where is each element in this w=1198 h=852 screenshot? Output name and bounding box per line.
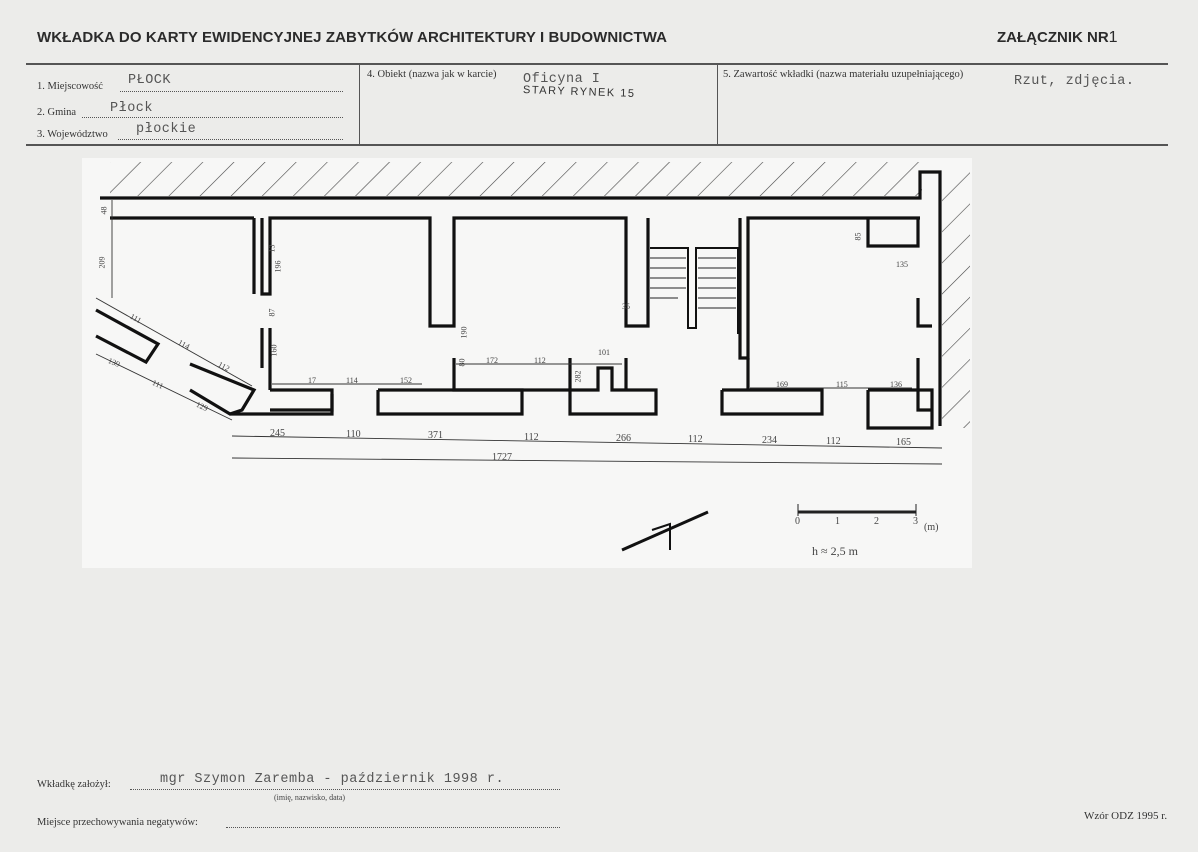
dim-vertical-80: 80 bbox=[457, 358, 467, 367]
hatch-top bbox=[110, 162, 922, 196]
attachment-number: ZAŁĄCZNIK NR1 bbox=[997, 29, 1118, 47]
dim-bottom-110: 110 bbox=[346, 429, 361, 440]
negatives-label: Miejsce przechowywania negatywów: bbox=[37, 817, 198, 828]
wall-top bbox=[100, 170, 942, 426]
dim-inner-114: 114 bbox=[346, 376, 358, 385]
form-title: WKŁADKA DO KARTY EWIDENCYJNEJ ZABYTKÓW A… bbox=[37, 29, 668, 46]
wall-room5-right-b bbox=[916, 358, 932, 412]
voivodeship-value: płockie bbox=[136, 122, 197, 137]
wall-bottom-4 bbox=[568, 366, 658, 416]
wall-divider-1 bbox=[260, 216, 638, 328]
dim-vertical-196: 196 bbox=[273, 260, 283, 273]
top-rule bbox=[26, 63, 1168, 65]
scale-unit: (m) bbox=[924, 522, 939, 533]
wall-room5-right bbox=[916, 298, 932, 328]
dim-inner-115: 115 bbox=[836, 380, 848, 389]
wall-diagonal-outer bbox=[95, 308, 161, 365]
place-dots bbox=[120, 91, 343, 92]
wall-stair-right bbox=[738, 216, 920, 360]
dim-inner-172: 172 bbox=[486, 356, 498, 365]
scale-tick-2: 2 bbox=[874, 516, 879, 527]
place-label: 1. Miejscowość bbox=[37, 81, 103, 92]
attachment-label: ZAŁĄCZNIK NR bbox=[997, 29, 1109, 46]
dim-inner-17: 17 bbox=[308, 376, 316, 385]
scale-tick-0: 0 bbox=[795, 516, 800, 527]
founded-value: mgr Szymon Zaremba - październik 1998 r. bbox=[160, 772, 505, 787]
dim-bottom-112b: 112 bbox=[688, 434, 703, 445]
floor-plan: 48 209 13 196 87 160 190 35 80 85 135 17… bbox=[82, 158, 972, 568]
dim-bottom-245: 245 bbox=[270, 428, 285, 439]
dim-vertical-190: 190 bbox=[459, 326, 469, 339]
dim-vertical-160: 160 bbox=[269, 344, 279, 357]
floor-plan-drawing bbox=[95, 162, 970, 552]
dim-vertical-209: 209 bbox=[97, 256, 107, 269]
wall-bottom-6 bbox=[720, 388, 824, 416]
wall-bottom-8 bbox=[866, 388, 934, 430]
attachment-value: 1 bbox=[1108, 29, 1118, 46]
wall-bottom-3 bbox=[452, 358, 572, 392]
column-divider-2 bbox=[717, 63, 719, 145]
stair-treads bbox=[650, 257, 736, 309]
commune-dots bbox=[82, 117, 343, 118]
dim-vertical-87: 87 bbox=[267, 308, 277, 317]
contents-label: 5. Zawartość wkładki (nazwa materiału uz… bbox=[723, 69, 964, 80]
scale-tick-3: 3 bbox=[913, 516, 918, 527]
dim-inner-152: 152 bbox=[400, 376, 412, 385]
commune-value: Płock bbox=[110, 101, 154, 116]
dimension-lines bbox=[95, 200, 943, 465]
dim-vertical-35: 35 bbox=[622, 302, 630, 311]
dim-bottom-266: 266 bbox=[616, 433, 631, 444]
scale-bar bbox=[797, 504, 917, 516]
wall-diagonal-inner bbox=[189, 362, 257, 416]
dim-vertical-48: 48 bbox=[99, 206, 109, 215]
object-value: Oficyna I bbox=[523, 72, 601, 87]
dim-inner-112: 112 bbox=[534, 356, 546, 365]
hatch-right bbox=[942, 172, 970, 428]
stair-outline bbox=[650, 247, 739, 334]
negatives-dots bbox=[226, 827, 560, 828]
column-divider-1 bbox=[359, 63, 361, 145]
founded-hint: (imię, nazwisko, data) bbox=[274, 793, 346, 802]
dim-bottom-112c: 112 bbox=[826, 436, 841, 447]
dim-inner-136: 136 bbox=[890, 380, 902, 389]
commune-label: 2. Gmina bbox=[37, 107, 77, 118]
dim-inner-169: 169 bbox=[776, 380, 788, 389]
wall-stair-left bbox=[638, 218, 650, 328]
dim-bottom-165: 165 bbox=[896, 437, 911, 448]
dim-vertical-135: 135 bbox=[896, 260, 908, 269]
wall-room5-inner bbox=[866, 218, 920, 248]
wall-bottom-2 bbox=[376, 388, 524, 416]
dim-vertical-13: 13 bbox=[267, 244, 277, 253]
form-template-id: Wzór ODZ 1995 r. bbox=[1084, 810, 1168, 822]
dim-bottom-371: 371 bbox=[428, 430, 443, 441]
dim-bottom-112a: 112 bbox=[524, 432, 539, 443]
dim-inner-282: 282 bbox=[573, 370, 583, 383]
object-address: STARY RYNEK 15 bbox=[522, 84, 636, 100]
fields-bottom-rule bbox=[26, 144, 1168, 146]
dim-total-1727: 1727 bbox=[492, 452, 512, 463]
north-arrow-icon bbox=[621, 510, 709, 552]
scale-tick-1: 1 bbox=[835, 516, 840, 527]
object-label: 4. Obiekt (nazwa jak w karcie) bbox=[367, 69, 497, 80]
wall-bottom-1 bbox=[270, 388, 334, 412]
place-value: PŁOCK bbox=[128, 73, 172, 88]
wall-diagonal-base bbox=[230, 394, 334, 416]
height-note: h ≈ 2,5 m bbox=[812, 544, 858, 558]
dim-bottom-234: 234 bbox=[762, 435, 777, 446]
dim-inner-101: 101 bbox=[598, 348, 610, 357]
founded-label: Wkładkę założył: bbox=[37, 779, 111, 790]
dim-vertical-85: 85 bbox=[853, 232, 863, 241]
contents-value: Rzut, zdjęcia. bbox=[1014, 74, 1135, 89]
walls bbox=[95, 170, 942, 430]
founded-dots bbox=[130, 789, 560, 790]
voivodeship-dots bbox=[118, 139, 343, 140]
voivodeship-label: 3. Województwo bbox=[37, 129, 108, 140]
